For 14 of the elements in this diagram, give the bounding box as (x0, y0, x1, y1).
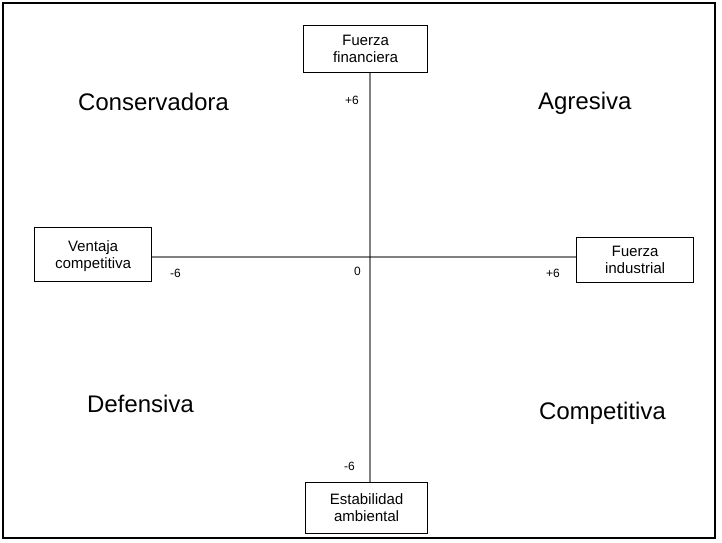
quadrant-label: Defensiva (87, 391, 194, 419)
quadrant-label: Competitiva (539, 398, 666, 426)
quadrant-label: Agresiva (538, 88, 632, 116)
tick-label: +6 (345, 93, 359, 107)
tick-label: 0 (354, 264, 361, 278)
axis-label-box: Ventaja competitiva (34, 227, 152, 282)
quadrant-label: Conservadora (78, 89, 229, 117)
axis-label-box: Fuerza financiera (303, 25, 428, 73)
axis-label-box: Estabilidad ambiental (305, 482, 428, 534)
tick-label: +6 (546, 266, 560, 280)
tick-label: -6 (344, 459, 355, 473)
tick-label: -6 (170, 266, 181, 280)
axis-line (152, 256, 576, 258)
axis-label-box: Fuerza industrial (576, 237, 694, 283)
